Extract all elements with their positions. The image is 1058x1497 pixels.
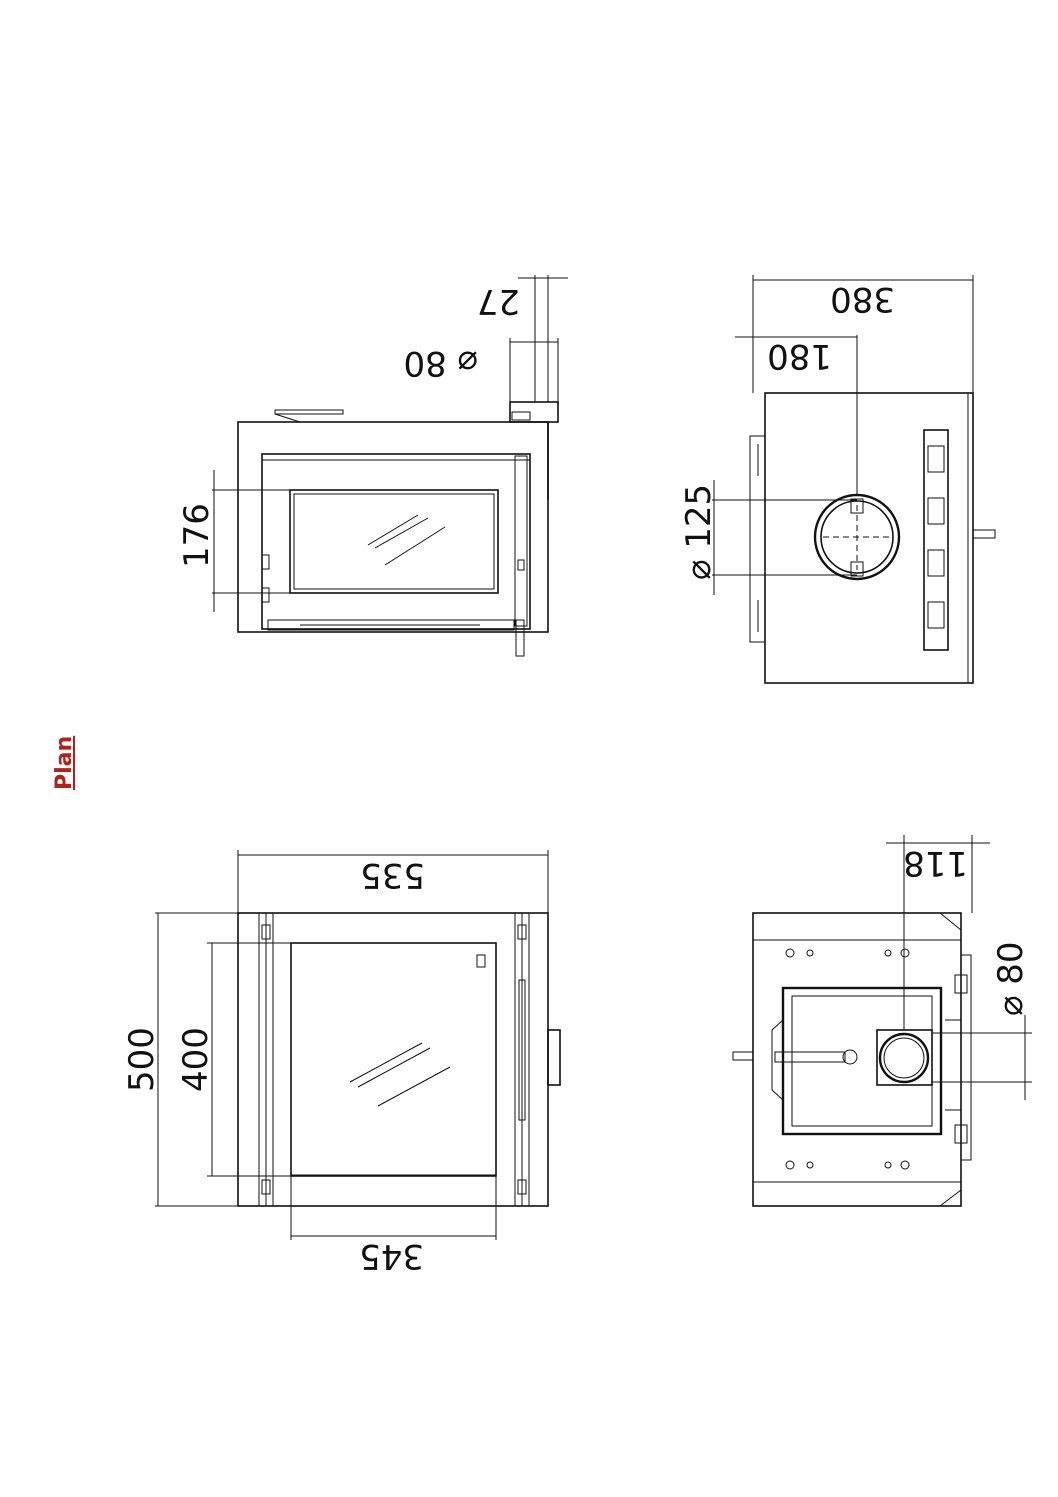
dim-500: 500 bbox=[122, 1027, 162, 1092]
view-bottom-left: 535 500 400 345 bbox=[122, 850, 561, 1276]
dim-flue-80-bottom: ⌀ 80 bbox=[991, 941, 1031, 1016]
dim-535: 535 bbox=[360, 855, 425, 895]
dim-180: 180 bbox=[767, 336, 832, 376]
view-top-right: 380 180 ⌀ 125 bbox=[679, 275, 996, 684]
view-bottom-right: 118 ⌀ 80 bbox=[732, 835, 1032, 1207]
dim-176: 176 bbox=[177, 503, 217, 568]
dim-flue-80-top: ⌀ 80 bbox=[403, 343, 478, 383]
dim-400: 400 bbox=[176, 1027, 216, 1092]
dim-380: 380 bbox=[830, 279, 895, 319]
dim-27: 27 bbox=[477, 281, 520, 321]
dim-118: 118 bbox=[903, 843, 968, 883]
view-top-left: 176 27 ⌀ 80 bbox=[177, 275, 568, 657]
dim-flue-125: ⌀ 125 bbox=[679, 484, 719, 580]
dim-345: 345 bbox=[359, 1236, 424, 1276]
